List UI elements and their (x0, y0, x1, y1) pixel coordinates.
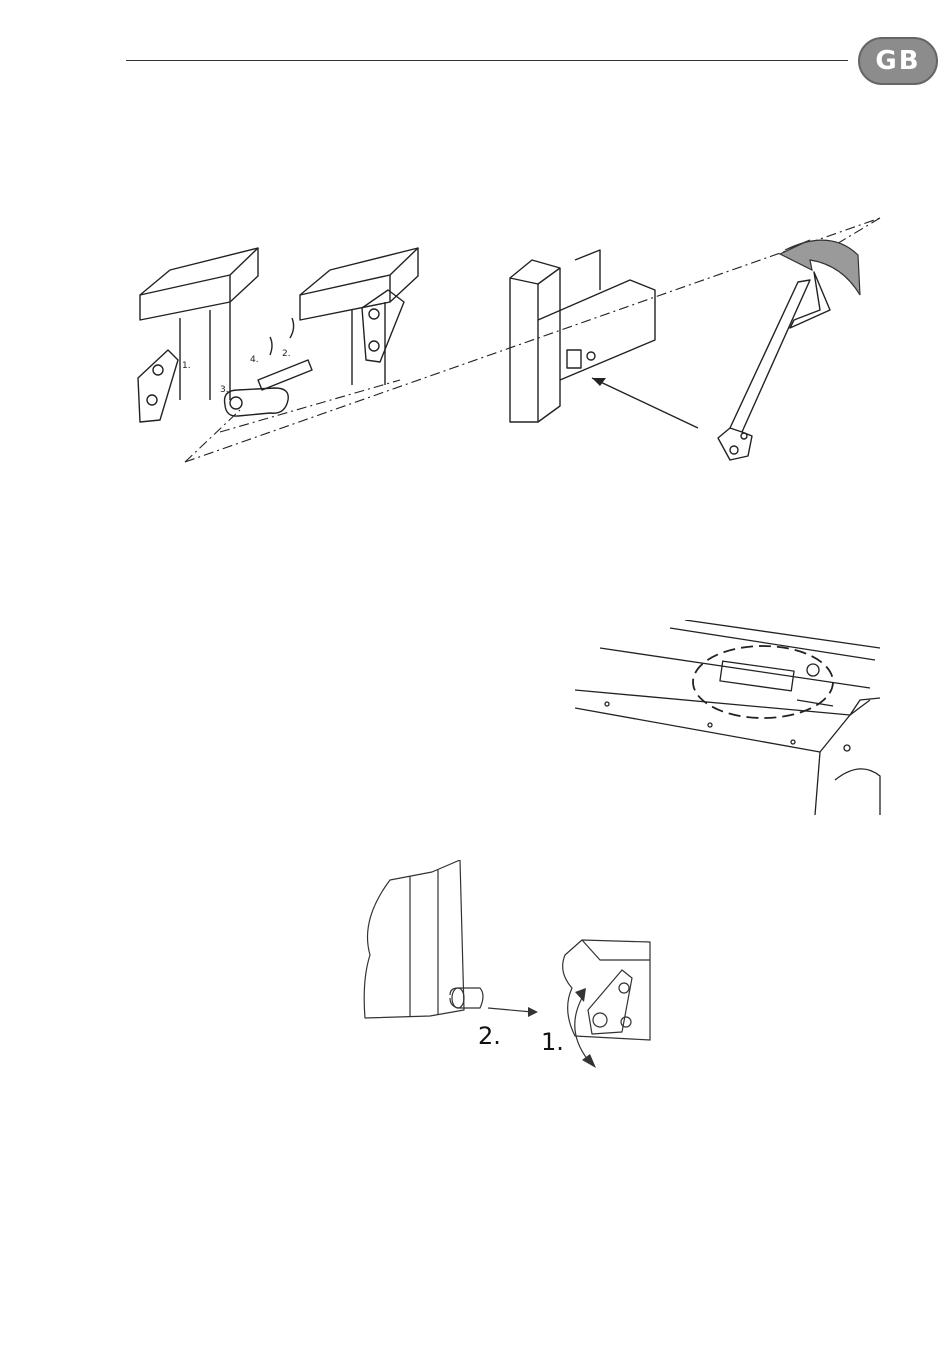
swing-arrow (575, 998, 588, 1060)
language-code: GB (875, 46, 920, 76)
header-rule (126, 60, 848, 61)
slide-arrow (488, 1008, 532, 1012)
link-plate (225, 388, 289, 416)
left-bracket (138, 350, 178, 422)
step-label-2: 2. (478, 1022, 501, 1050)
step-label-2: 2. (282, 349, 291, 359)
housing-detail-illustration (575, 620, 890, 820)
step-label-3: 3. (220, 385, 229, 395)
insert-arrow (592, 378, 698, 428)
step-label-4: 4. (250, 355, 259, 365)
pin (258, 360, 312, 390)
lever-tool (718, 272, 830, 460)
hinge-pin-illustration (360, 860, 660, 1080)
pin (450, 988, 483, 1008)
left-beam (140, 248, 258, 400)
right-bracket (362, 290, 404, 362)
hinge-block (563, 940, 650, 1040)
middle-beam (300, 248, 418, 385)
frame-post (364, 860, 464, 1018)
language-badge: GB (858, 37, 938, 85)
assembly-illustration: 1. 2. 3. 4. (130, 210, 890, 490)
step-label-1: 1. (182, 361, 191, 371)
step-label-1: 1. (541, 1028, 564, 1056)
post-frame (510, 250, 655, 422)
